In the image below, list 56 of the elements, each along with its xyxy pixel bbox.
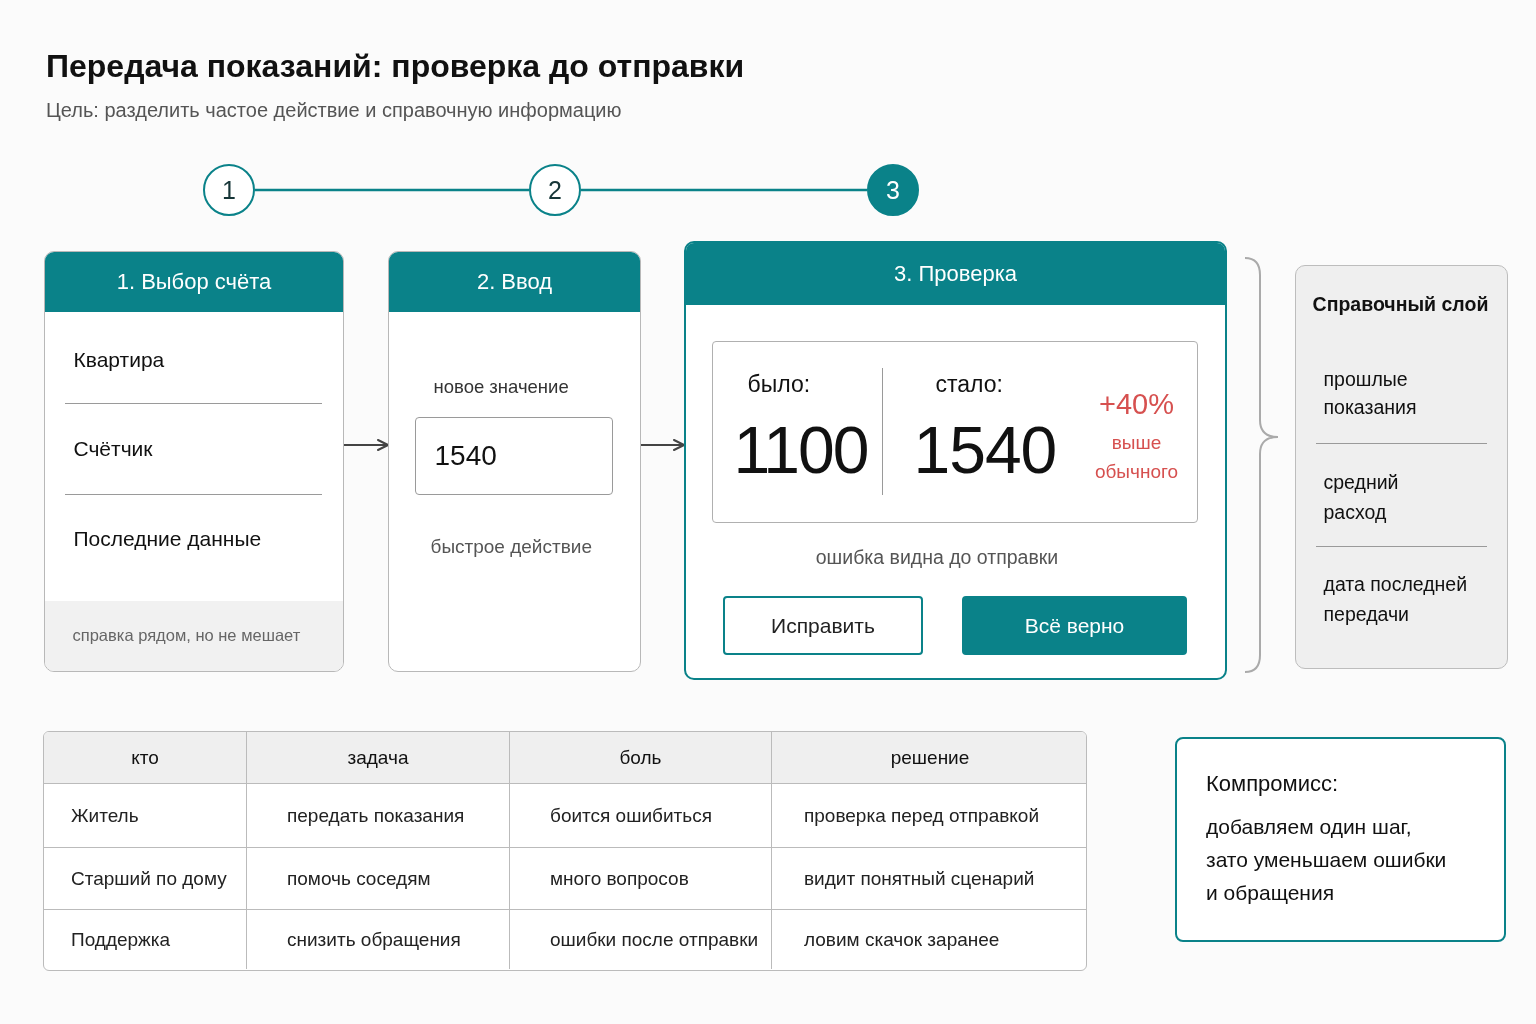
- list-item: Последние данные: [73, 526, 262, 551]
- input-field: 1540: [414, 416, 613, 495]
- arrow: [640, 439, 685, 451]
- card-header: 3. Проверка: [686, 243, 1225, 305]
- table-cell: Поддержка: [44, 910, 247, 969]
- table-cell: помочь соседям: [247, 848, 510, 910]
- page-title: Передача показаний: проверка до отправки: [46, 47, 745, 86]
- table-cell: проверка перед отправкой: [772, 784, 1086, 848]
- table-cell: Житель: [44, 784, 247, 848]
- info-panel: [1295, 265, 1508, 669]
- old-value: 1100: [733, 412, 868, 489]
- table-cell-text: ловим скачок заранее: [803, 927, 1001, 952]
- hint-text: ошибка видна до отправки: [815, 545, 1059, 569]
- value-label: стало:: [935, 369, 1003, 398]
- connector-line: [255, 188, 529, 192]
- card-header: 2. Ввод: [389, 252, 640, 312]
- subtitle: Цель: разделить частое действие и справочную информацию: [46, 98, 622, 122]
- field-label: новое значение: [433, 375, 569, 398]
- panel-heading: Справочный слой: [1312, 293, 1489, 316]
- change-percent: +40%: [1099, 387, 1174, 422]
- list-item: средний расход: [1323, 469, 1400, 525]
- step-circle: 2: [529, 164, 581, 216]
- new-value: 1540: [913, 412, 1057, 489]
- table-cell: боится ошибиться: [510, 784, 772, 848]
- note-card: [1175, 737, 1506, 942]
- card-footer: справка рядом, но не мешает: [45, 600, 343, 671]
- table-header-cell: боль: [510, 732, 772, 784]
- arrow: [343, 439, 389, 451]
- table-cell: Старший по дому: [44, 848, 247, 910]
- step-circle: 1: [203, 164, 255, 216]
- comparison-panel: [712, 341, 1198, 523]
- table-header-cell: решение: [772, 732, 1086, 784]
- table-cell: снизить обращения: [247, 910, 510, 969]
- note-heading: Компромисс:: [1206, 771, 1339, 797]
- note-text: добавляем один шаг, зато уменьшаем ошибки и обращения: [1206, 814, 1448, 906]
- table-cell: передать показания: [247, 784, 510, 848]
- list-item: дата последней передачи: [1323, 571, 1469, 627]
- change-note: выше обычного: [1093, 430, 1180, 484]
- list-item: Счётчик: [73, 436, 153, 461]
- value-label: было:: [747, 369, 811, 398]
- card-header: 1. Выбор счёта: [45, 252, 343, 312]
- secondary-button: Исправить: [723, 596, 923, 655]
- connector-line: [581, 188, 867, 192]
- step-card: [388, 251, 641, 672]
- step-card: [684, 241, 1227, 680]
- list-item: Квартира: [73, 347, 165, 372]
- table-header-cell: задача: [247, 732, 510, 784]
- table-header-cell: кто: [44, 732, 247, 784]
- table-cell: много вопросов: [510, 848, 772, 910]
- table-cell: видит понятный сценарий: [772, 848, 1086, 910]
- step-circle: 3: [867, 164, 919, 216]
- hint-text: быстрое действие: [430, 535, 592, 558]
- table-cell: ошибки после отправки: [510, 910, 772, 969]
- list-item: прошлые показания: [1323, 366, 1418, 420]
- primary-button: Всё верно: [962, 596, 1187, 655]
- step-card: [44, 251, 344, 672]
